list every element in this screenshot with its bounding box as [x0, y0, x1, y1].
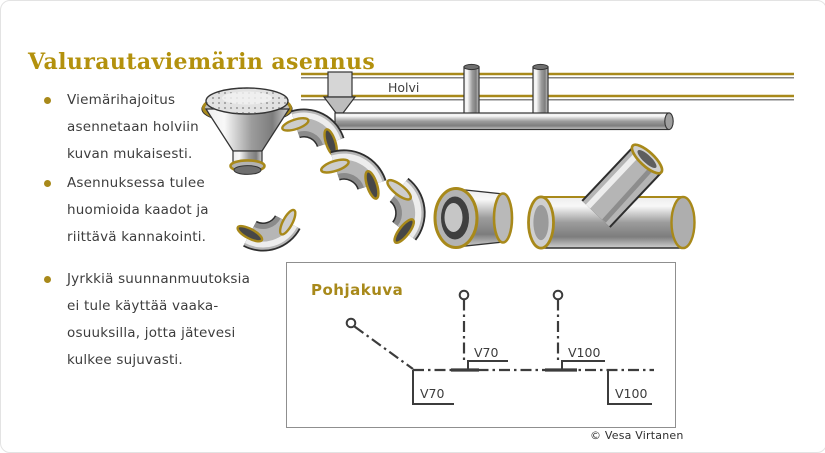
- label-main-right: V100: [615, 386, 647, 401]
- bullet-dot: [44, 97, 51, 104]
- elbow-fitting: [234, 191, 300, 257]
- bullet-line: Viemärihajoitus: [67, 92, 176, 108]
- label-riser1: V70: [474, 345, 499, 360]
- copyright: © Vesa Virtanen: [590, 429, 684, 442]
- bullet-item-2: Asennuksessa tulee huomioida kaadot ja r…: [41, 170, 329, 251]
- bullet-dot: [44, 276, 51, 283]
- coupling-fitting: [433, 187, 514, 249]
- floor-drain: [201, 87, 293, 175]
- bullet-line: kulkee sujuvasti.: [67, 352, 183, 368]
- label-riser2: V100: [568, 345, 600, 360]
- floorplan-box: Pohjakuva V70 V100 V70 V100: [286, 262, 676, 428]
- elbow-fitting: [319, 147, 384, 212]
- ceiling-label: Holvi: [388, 80, 419, 95]
- ceiling-pipes: [322, 63, 674, 131]
- installation-illustration: Holvi: [201, 63, 794, 264]
- bullet-line: riittävä kannakointi.: [67, 229, 207, 245]
- bullet-dot: [44, 180, 51, 187]
- page-title: Valurautaviemärin asennus: [28, 48, 376, 75]
- bullet-line: Asennuksessa tulee: [67, 175, 205, 191]
- bullet-line: osuuksilla, jotta jätevesi: [67, 325, 236, 341]
- bullet-line: huomioida kaadot ja: [67, 202, 209, 218]
- floorplan-title: Pohjakuva: [311, 281, 403, 299]
- bullet-line: asennetaan holviin: [67, 119, 199, 135]
- label-main-left: V70: [420, 386, 445, 401]
- bullet-line: Jyrkkiä suunnanmuutoksia: [67, 271, 251, 287]
- bullet-line: ei tule käyttää vaaka-: [67, 298, 219, 314]
- floorplan-drawing: Pohjakuva V70 V100 V70 V100: [311, 281, 654, 405]
- bullet-item-1: Viemärihajoitus asennetaan holviin kuvan…: [41, 87, 329, 168]
- floorplan-lines: [345, 289, 654, 405]
- branch-fitting: [527, 143, 696, 250]
- bullet-item-3: Jyrkkiä suunnanmuutoksia ei tule käyttää…: [41, 266, 329, 374]
- bullet-line: kuvan mukaisesti.: [67, 146, 193, 162]
